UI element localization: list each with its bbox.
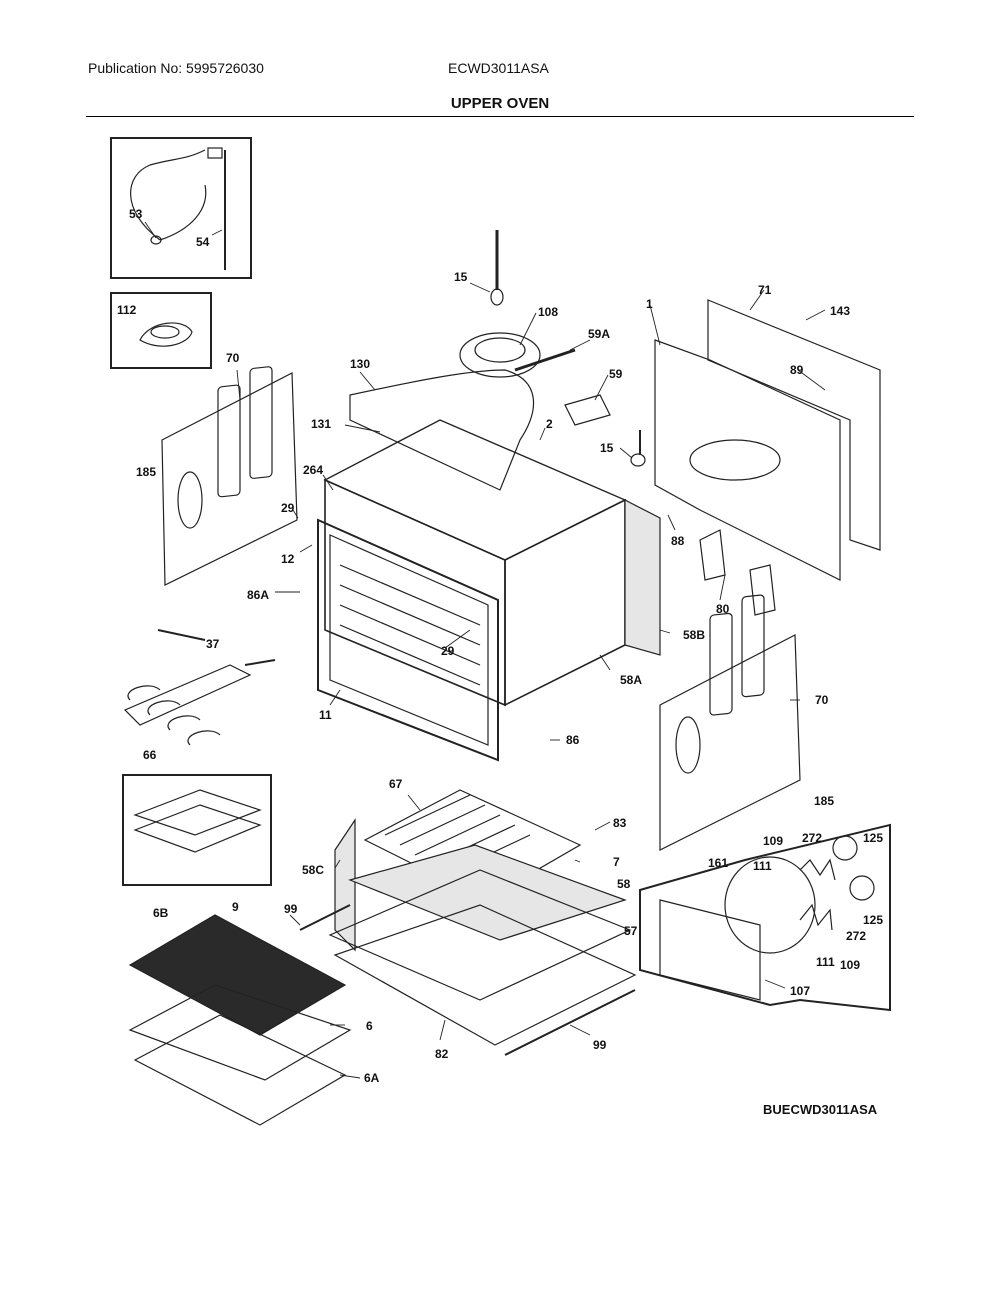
- callout-58b: 58B: [683, 628, 705, 642]
- callout-29b: 29: [441, 644, 455, 658]
- oven-cavity: [317, 419, 661, 762]
- callout-111b: 111: [816, 955, 835, 969]
- callout-109b: 109: [840, 958, 860, 972]
- callout-7: 7: [613, 855, 620, 869]
- callout-67: 67: [389, 777, 403, 791]
- callout-130: 130: [350, 357, 370, 371]
- leader-lines: [144, 221, 826, 1079]
- callout-54: 54: [196, 235, 210, 249]
- callout-143: 143: [830, 304, 850, 318]
- callout-99: 99: [284, 902, 298, 916]
- callout-58c: 58C: [302, 863, 324, 877]
- bake-element-and-bottom: [328, 789, 637, 1046]
- callout-15b: 15: [600, 441, 614, 455]
- callout-9: 9: [232, 900, 239, 914]
- callout-88: 88: [671, 534, 685, 548]
- callout-58a: 58A: [620, 673, 642, 687]
- callout-89: 89: [790, 363, 804, 377]
- callout-71: 71: [758, 283, 772, 297]
- left-side-panel: [161, 366, 298, 586]
- callout-185: 185: [136, 465, 156, 479]
- oven-racks: [128, 904, 636, 1126]
- inset-broiler-pan: [122, 774, 272, 886]
- top-cover-and-fan: [349, 230, 646, 491]
- callout-53: 53: [129, 207, 143, 221]
- callout-112: 112: [117, 303, 137, 317]
- callout-125b: 125: [863, 913, 883, 927]
- callout-6b: 6B: [153, 906, 169, 920]
- callout-99b: 99: [593, 1038, 607, 1052]
- callout-15: 15: [454, 270, 468, 284]
- callout-59: 59: [609, 367, 623, 381]
- callout-80: 80: [716, 602, 730, 616]
- page-title: UPPER OVEN: [450, 95, 550, 112]
- callout-57: 57: [624, 924, 638, 938]
- callout-82: 82: [435, 1047, 449, 1061]
- callout-11: 11: [319, 708, 332, 722]
- callout-131: 131: [311, 417, 331, 431]
- callout-185b: 185: [814, 794, 834, 808]
- callout-66: 66: [143, 748, 157, 762]
- callout-86a: 86A: [247, 588, 269, 602]
- callout-272b: 272: [846, 929, 866, 943]
- broil-element: [123, 629, 276, 746]
- callout-86: 86: [566, 733, 580, 747]
- callout-108: 108: [538, 305, 558, 319]
- convection-fan-housing: [639, 823, 891, 1012]
- callout-272: 272: [802, 831, 822, 845]
- callout-58: 58: [617, 877, 631, 891]
- callout-2: 2: [546, 417, 553, 431]
- callout-111: 111: [753, 859, 772, 873]
- rear-panels: [654, 299, 881, 616]
- callout-29: 29: [281, 501, 295, 515]
- callout-6a: 6A: [364, 1071, 380, 1085]
- inset-sensor-probe: [110, 137, 252, 279]
- callout-161: 161: [708, 856, 728, 870]
- publication-number: Publication No: 5995726030: [88, 60, 264, 76]
- callout-12: 12: [281, 552, 295, 566]
- callout-37: 37: [206, 637, 220, 651]
- model-number: ECWD3011ASA: [448, 60, 549, 76]
- callout-264: 264: [303, 463, 323, 477]
- inset-thermostat: [110, 292, 212, 369]
- callout-59a: 59A: [588, 327, 610, 341]
- callout-70b: 70: [815, 693, 829, 707]
- diagram-code: BUECWD3011ASA: [763, 1102, 878, 1117]
- callout-labels: 53 54 112 70 185 15 108 59A 59 15 1 71 1…: [117, 207, 883, 1085]
- callout-83: 83: [613, 816, 627, 830]
- callout-70: 70: [226, 351, 240, 365]
- callout-109: 109: [763, 834, 783, 848]
- callout-125: 125: [863, 831, 883, 845]
- callout-1: 1: [646, 297, 653, 311]
- right-side-panel: [659, 594, 801, 851]
- callout-6: 6: [366, 1019, 373, 1033]
- header-divider: [86, 116, 914, 117]
- callout-107: 107: [790, 984, 810, 998]
